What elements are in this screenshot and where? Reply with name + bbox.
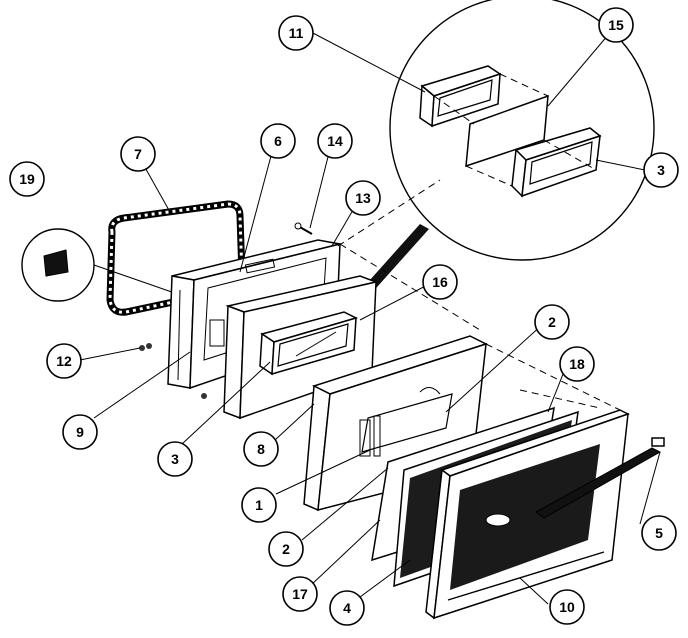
part-11-glass-frame <box>419 65 502 128</box>
part-16-inner-door <box>223 275 379 420</box>
callout-8: 8 <box>243 431 279 467</box>
svg-text:14: 14 <box>327 133 343 149</box>
callouts: 1 2 2 3 3 4 5 6 7 8 9 10 11 12 13 14 15 … <box>9 7 679 626</box>
callout-19: 19 <box>9 161 45 197</box>
callout-15: 15 <box>598 7 634 43</box>
svg-text:12: 12 <box>56 353 72 369</box>
callout-7: 7 <box>120 136 156 172</box>
part-3-glass-frame-detail <box>511 127 602 198</box>
svg-text:10: 10 <box>559 599 575 615</box>
callout-3-lower: 3 <box>157 441 193 477</box>
callout-1: 1 <box>241 487 277 523</box>
svg-text:1: 1 <box>255 497 263 513</box>
svg-text:17: 17 <box>292 586 308 602</box>
callout-2-bottom: 2 <box>268 531 304 567</box>
callout-3-detail: 3 <box>643 152 679 188</box>
callout-10: 10 <box>549 589 585 625</box>
part-10-outer-door <box>425 409 630 620</box>
callout-5: 5 <box>641 515 677 551</box>
svg-text:7: 7 <box>134 146 142 162</box>
svg-text:3: 3 <box>657 162 665 178</box>
callout-6: 6 <box>260 123 296 159</box>
callout-9: 9 <box>62 414 98 450</box>
svg-text:9: 9 <box>76 424 84 440</box>
callout-17: 17 <box>282 576 318 612</box>
callout-11: 11 <box>278 15 314 51</box>
svg-text:15: 15 <box>608 17 624 33</box>
callout-16: 16 <box>422 264 458 300</box>
part-12-screw <box>139 343 152 351</box>
svg-text:11: 11 <box>289 25 304 41</box>
svg-text:4: 4 <box>343 600 351 616</box>
svg-text:5: 5 <box>655 525 663 541</box>
part-14-screw <box>294 222 313 235</box>
callout-18: 18 <box>559 346 595 382</box>
svg-text:16: 16 <box>432 274 448 290</box>
svg-text:19: 19 <box>19 171 35 187</box>
callout-2-top: 2 <box>534 304 570 340</box>
svg-text:3: 3 <box>171 451 179 467</box>
callout-14: 14 <box>317 123 353 159</box>
svg-text:6: 6 <box>274 133 282 149</box>
screw-bottom <box>201 393 207 399</box>
svg-text:2: 2 <box>282 541 290 557</box>
callout-13: 13 <box>345 180 381 216</box>
svg-text:18: 18 <box>569 356 585 372</box>
detail-view <box>352 0 655 306</box>
svg-text:8: 8 <box>257 441 265 457</box>
svg-text:2: 2 <box>548 314 556 330</box>
callout-12: 12 <box>46 343 82 379</box>
svg-text:13: 13 <box>355 190 371 206</box>
detail-circle <box>389 0 655 261</box>
callout-4: 4 <box>329 590 365 626</box>
